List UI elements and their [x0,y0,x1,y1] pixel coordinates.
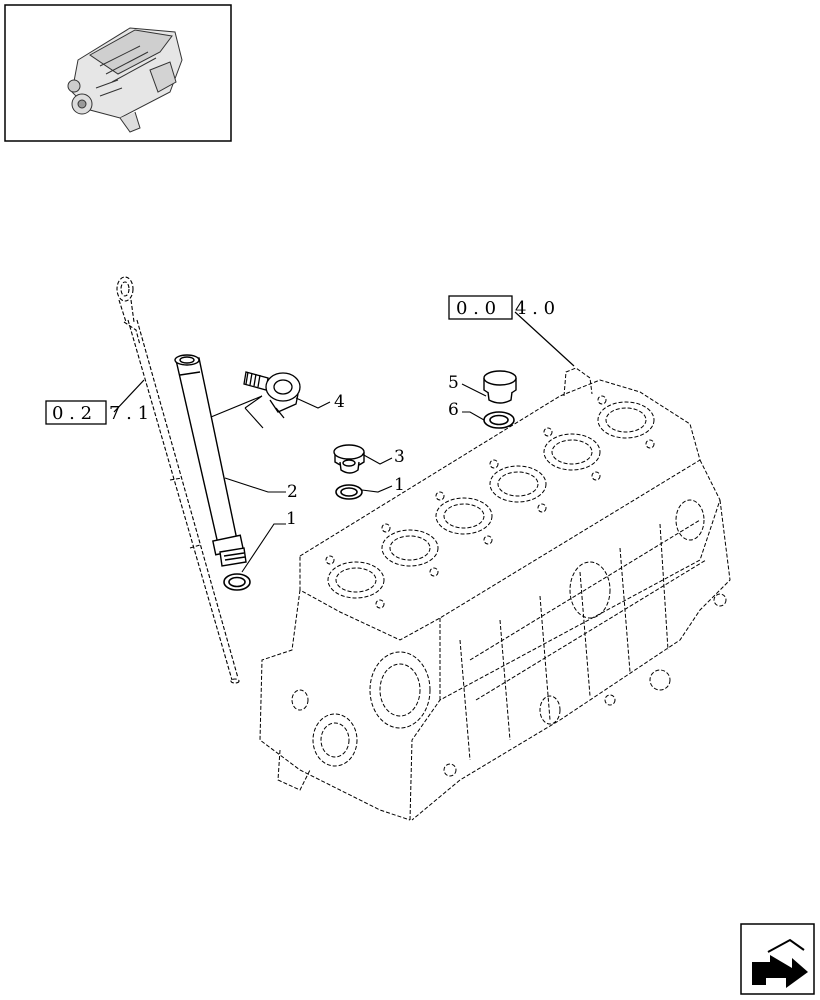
block-reference-boxed: 0 . 0 [456,298,496,319]
callout-number: 6 [448,400,459,420]
large-plug-drawing [483,370,517,404]
callout-number: 1 [286,509,297,529]
callout-number: 3 [394,447,405,467]
callout-tube-seal[interactable]: 1 [241,509,297,573]
next-page-arrow-icon[interactable] [740,923,815,995]
callout-clip[interactable]: 4 [295,392,345,412]
clip-pointer-line [210,395,264,429]
callout-small-seal[interactable]: 1 [361,475,405,495]
dipstick-drawing [116,276,240,684]
dipstick-leader-line [113,379,145,413]
callout-small-plug[interactable]: 3 [361,447,405,467]
block-reference-rest: 4 . 0 [515,298,555,319]
engine-thumbnail-icon[interactable] [4,4,232,142]
dipstick-reference-label[interactable]: 0 . 2 7 . 1 [45,400,149,425]
callout-tube[interactable]: 2 [224,477,298,502]
callout-number: 2 [287,482,298,502]
block-reference-label[interactable]: 0 . 0 4 . 0 [448,295,555,320]
callout-large-plug[interactable]: 5 [448,373,487,397]
guide-tube-drawing [174,354,247,567]
block-leader-line [514,311,575,367]
small-plug-drawing [333,444,365,474]
callout-number: 5 [448,373,459,393]
tube-seal-ring [223,573,251,591]
dipstick-reference-rest: 7 . 1 [109,403,149,424]
small-seal-ring [335,484,363,500]
callout-number: 4 [334,392,345,412]
large-seal-ring [483,411,515,429]
engine-block-drawing [259,367,731,821]
callout-large-seal[interactable]: 6 [448,400,485,421]
clip-drawing [243,371,301,419]
callout-number: 1 [394,475,405,495]
dipstick-reference-boxed: 0 . 2 [52,403,92,424]
